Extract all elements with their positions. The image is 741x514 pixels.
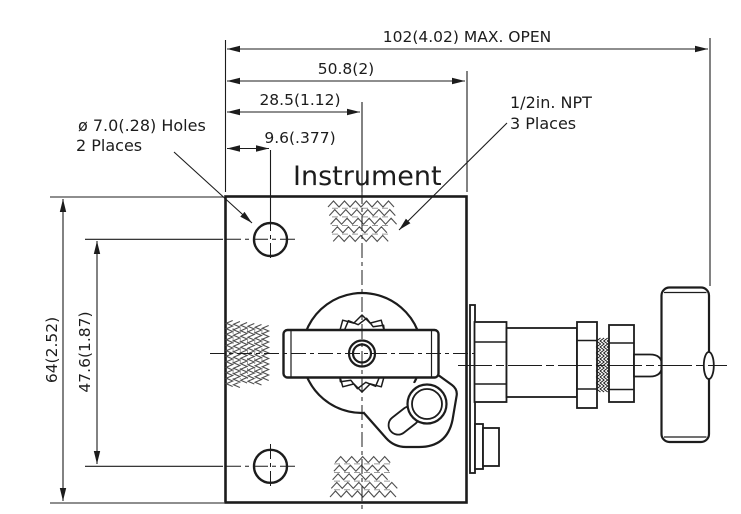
dimension-hole-offset: 9.6(.377) [227,129,336,152]
valve-body-cylinder [505,327,578,398]
extension-lines [50,38,711,504]
gland-nut-hex [608,324,635,403]
callout-npt: 1/2in. NPT 3 Places [398,93,592,231]
valve-hex-base [473,321,508,403]
manifold-body-outline [224,195,468,504]
callout-holes-line1: ø 7.0(.28) Holes [78,116,206,135]
npt-leader-line [398,122,508,231]
side-valve-assembly [469,286,715,474]
dimension-overall-width: 50.8(2) [227,60,465,85]
product-label: Instrument [293,161,442,192]
dim-overall-height-text: 64(2.52) [43,317,61,383]
dim-max-open-text: 102(4.02) MAX. OPEN [383,28,552,46]
dim-hole-spacing-text: 47.6(1.87) [76,311,94,392]
dim-hole-offset-text: 9.6(.377) [264,129,335,147]
callout-npt-line1: 1/2in. NPT [510,93,592,112]
dimension-overall-height: 64(2.52) [43,199,67,501]
t-handle [660,286,711,444]
drain-stub-body [482,427,500,467]
drain-stub-collar [474,423,484,470]
dim-overall-width-text: 50.8(2) [318,60,374,78]
holes-leader-line [173,151,253,224]
callout-holes-line2: 2 Places [76,136,142,155]
pivot-port-inner [411,388,443,420]
dimension-hole-spacing: 47.6(1.87) [76,241,101,464]
centerlines [210,189,727,511]
callout-npt-line2: 3 Places [510,114,576,133]
bottom-npt-thread [329,455,398,498]
pivot-lobe-outline [362,371,458,449]
callout-holes: ø 7.0(.28) Holes 2 Places [76,116,253,224]
dimension-max-open: 102(4.02) MAX. OPEN [227,28,708,53]
dim-valve-center-offset-text: 28.5(1.12) [259,91,340,109]
dimension-valve-center-offset: 28.5(1.12) [227,91,360,116]
pivot-port-outer [406,383,448,425]
